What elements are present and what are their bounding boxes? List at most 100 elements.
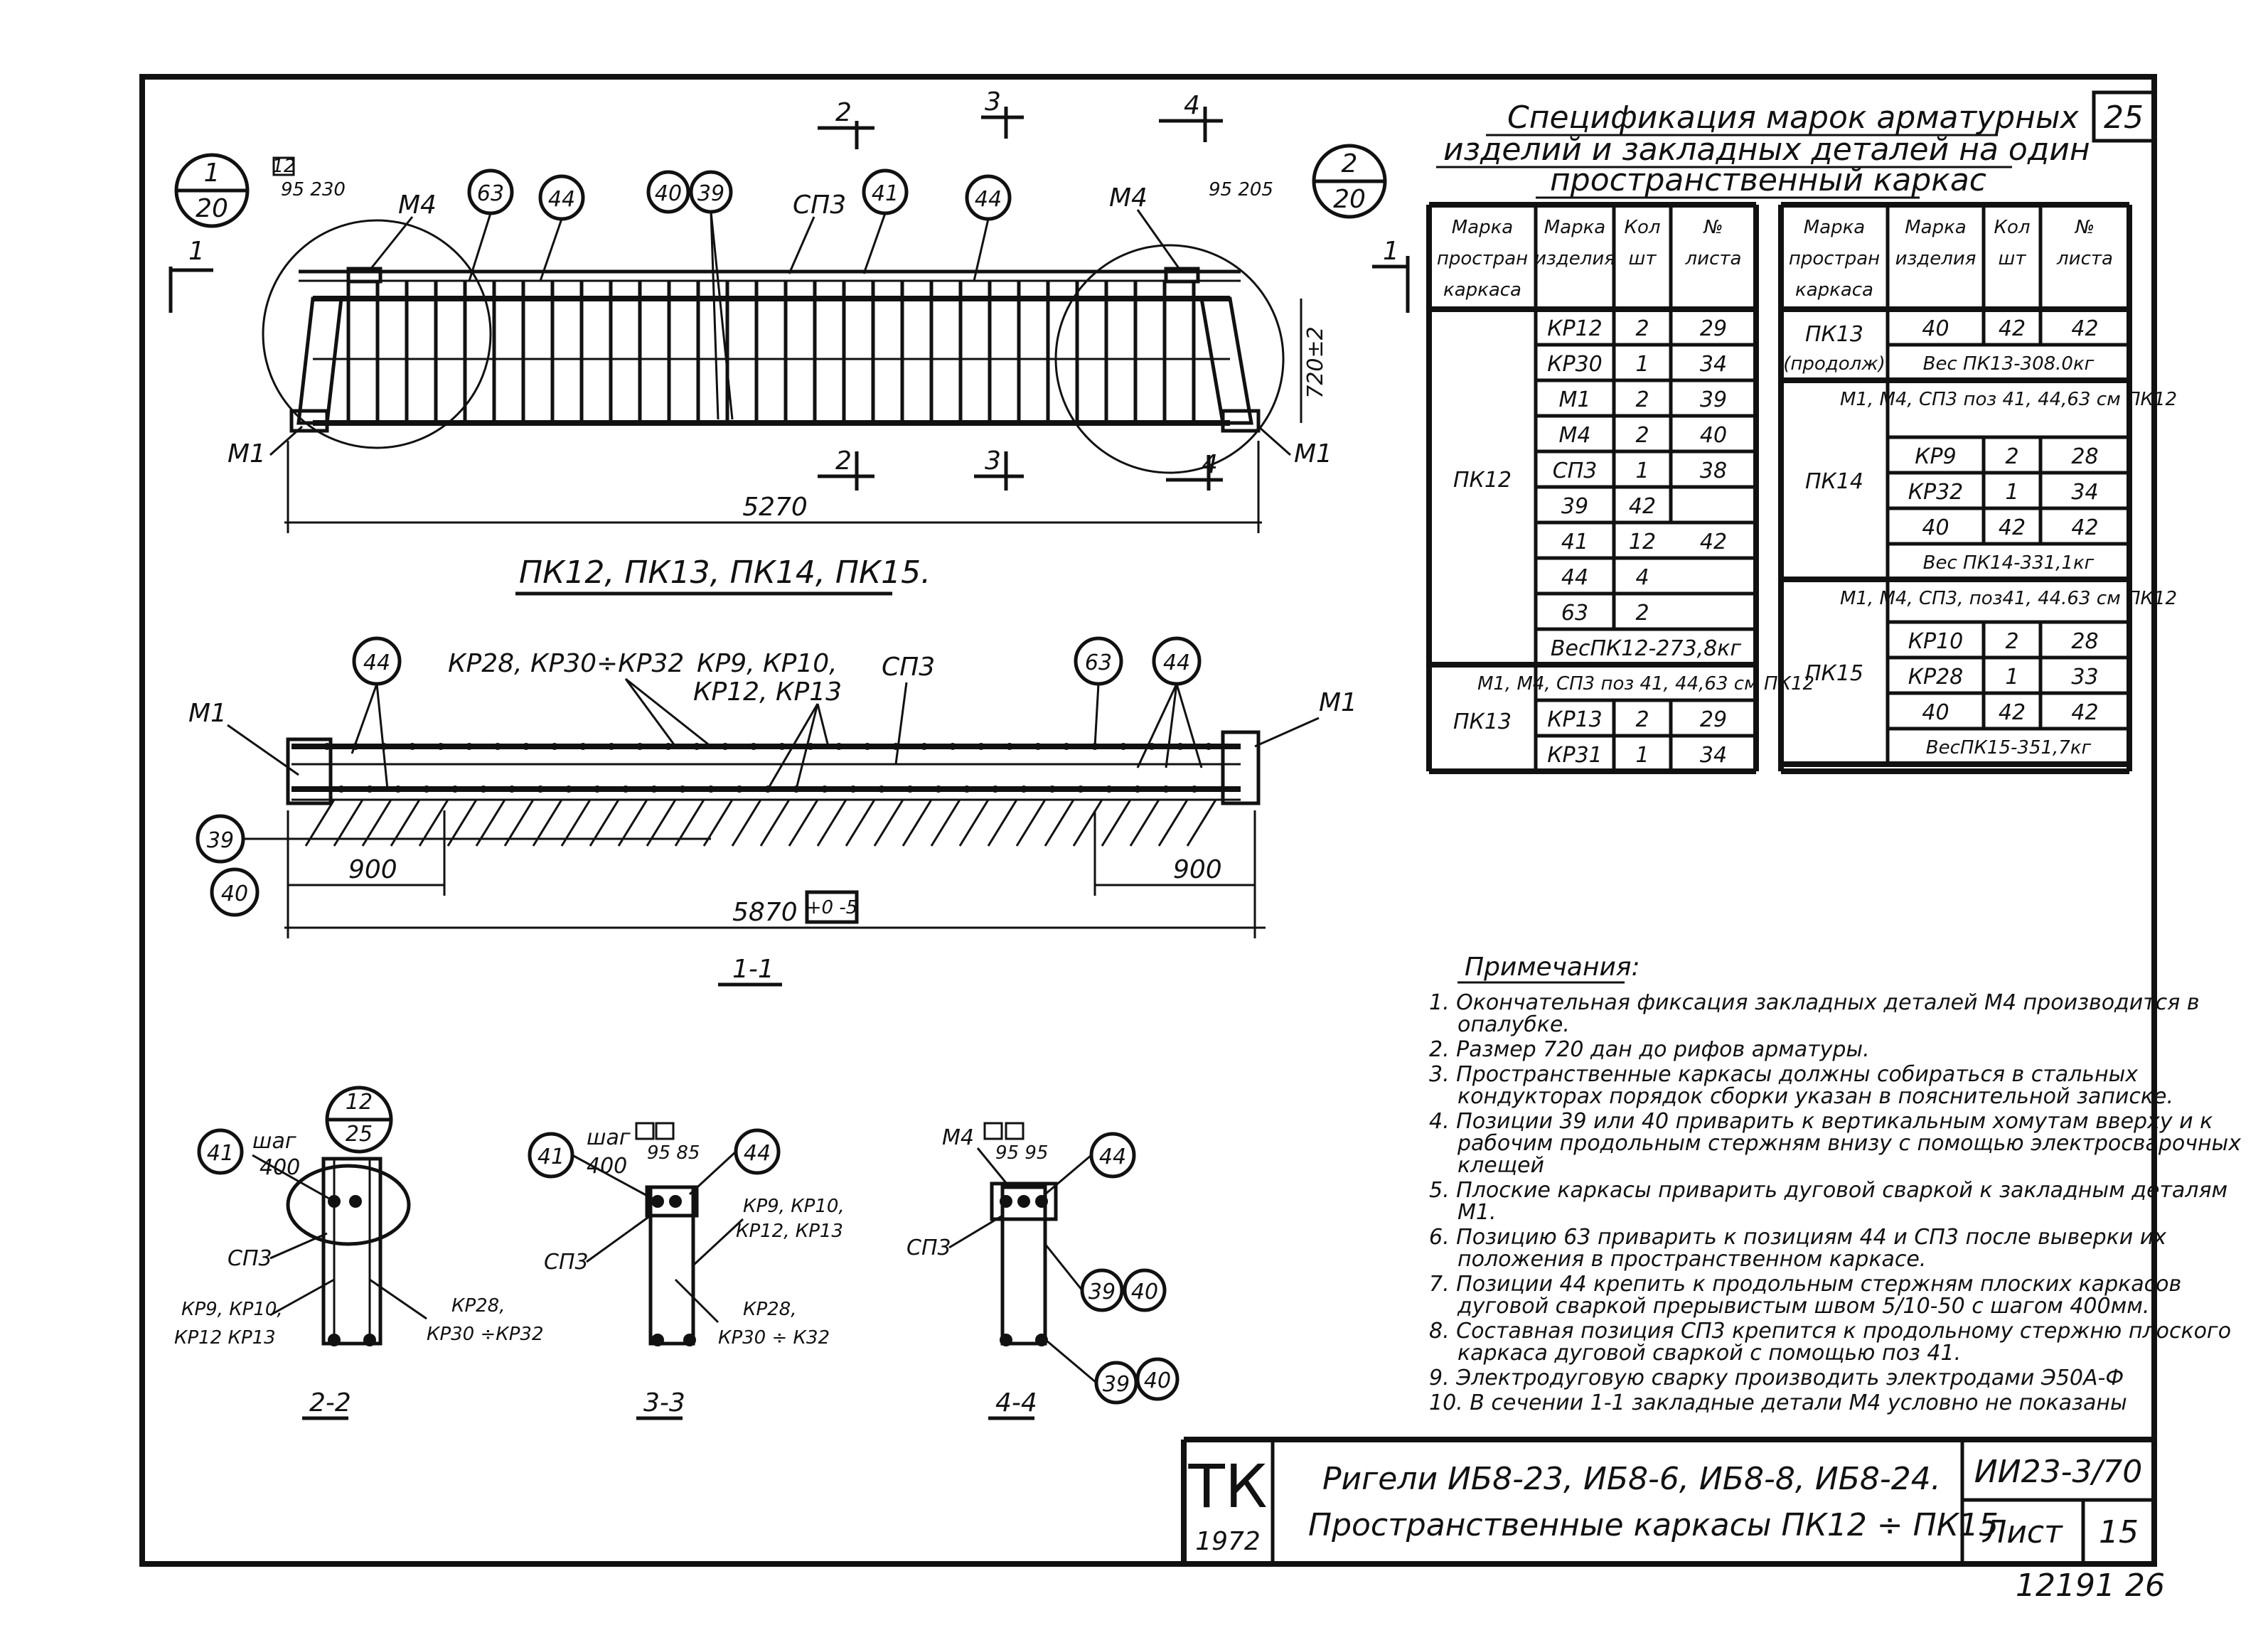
section-mark-1-left: 1 <box>188 237 205 266</box>
section-2-2-label: 2-2 <box>309 1388 351 1417</box>
spec-cell: 2 <box>2005 444 2018 469</box>
weld-point <box>1020 786 1027 793</box>
weld-point <box>1063 743 1070 750</box>
detail-circle-left <box>262 219 492 449</box>
spec-cell: 34 <box>1700 743 1727 768</box>
sheet-number-box <box>2092 90 2156 143</box>
callout-41-33: 41 <box>537 1145 565 1169</box>
detail-ref-left-num: 1 <box>204 159 220 188</box>
note-line: дуговой сваркой прерывистым швом 5/10-50… <box>1457 1294 2149 1319</box>
sheet-number: 15 <box>2099 1514 2139 1550</box>
spec-right-header: Марка <box>1804 217 1866 238</box>
spec-mark: ПК15 <box>1805 661 1863 686</box>
callout-41: 41 <box>872 181 899 206</box>
spec-cell: КР30 <box>1547 352 1603 377</box>
weld-point <box>409 743 416 750</box>
weld-point <box>963 786 970 793</box>
spec-left-header: шт <box>1629 248 1657 269</box>
label-sp3-22: СП3 <box>228 1246 272 1271</box>
note-line: рабочим продольным стержням внизу с помо… <box>1457 1131 2241 1156</box>
label-m1-left: М1 <box>228 439 266 468</box>
spec-left-header: каркаса <box>1443 279 1521 301</box>
hatch-line <box>731 799 762 847</box>
spec-cell: 1 <box>1635 743 1649 768</box>
inventory-number: 12191 26 <box>2016 1567 2165 1604</box>
spec-right-header: изделия <box>1895 248 1977 269</box>
label-kp12-kp13: КР12, КР13 <box>693 677 842 707</box>
label-kp28-22: КР28, <box>451 1295 506 1317</box>
spec-cell: 29 <box>1700 707 1727 732</box>
spec-cell: 2 <box>1635 387 1649 412</box>
spec-right-header: шт <box>1999 248 2027 269</box>
spec-cell: КР32 <box>1908 480 1964 505</box>
note-line: 1. Окончательная фиксация закладных дета… <box>1429 990 2200 1015</box>
label-m4-44: М4 <box>942 1125 974 1150</box>
weld-point <box>693 743 700 750</box>
note-line: 5. Плоские каркасы приварить дуговой сва… <box>1429 1178 2227 1203</box>
weld-point <box>736 786 743 793</box>
spec-right-header: каркаса <box>1795 279 1873 301</box>
dim-95-230: 95 230 <box>281 179 346 200</box>
section-1-1-label: 1-1 <box>732 955 774 984</box>
weld-point <box>323 743 331 750</box>
spec-cell: 2 <box>2005 629 2018 654</box>
spec-cell: 1 <box>1635 352 1649 377</box>
weld-point <box>1134 786 1141 793</box>
note-line: 7. Позиции 44 крепить к продольным стерж… <box>1429 1272 2181 1297</box>
weld-point <box>921 743 928 750</box>
spec-weight: Вес ПК14-331,1кг <box>1923 552 2095 574</box>
hatch-line <box>788 799 819 847</box>
spec-cell: 44 <box>1561 565 1588 590</box>
weld-point <box>992 786 999 793</box>
hatch-line <box>1072 799 1103 847</box>
spec-cell: 39 <box>1700 387 1727 412</box>
label-kp9-33: КР9, КР10, <box>743 1196 845 1217</box>
detail-ref-left <box>174 153 250 228</box>
weld-point <box>636 743 643 750</box>
title-block: ТК 1972 Ригели ИБ8-23, ИБ8-6, ИБ8-8, ИБ8… <box>1181 1437 2154 1564</box>
spec-cell: КР28 <box>1908 665 1964 690</box>
note-line: 10. В сечении 1-1 закладные детали М4 ус… <box>1429 1390 2127 1415</box>
label-shag-33: шаг <box>587 1125 631 1150</box>
label-400-22: 400 <box>260 1155 300 1180</box>
hatch-line <box>1101 799 1132 847</box>
hatch-line <box>816 799 847 847</box>
callout-44-11-right: 44 <box>1163 650 1190 675</box>
spec-cell: 40 <box>1922 316 1949 341</box>
note-line: опалубке. <box>1457 1012 1570 1037</box>
spec-mark-pk13: ПК13 <box>1453 709 1512 734</box>
spec-cell: 12 <box>1629 530 1656 554</box>
spec-cell: М4 <box>1559 423 1591 448</box>
note-line: 9. Электродуговую сварку производить эле… <box>1429 1366 2124 1390</box>
label-kp12-22: КР12 КР13 <box>174 1327 276 1349</box>
hatch-line <box>930 799 961 847</box>
label-shag-22: шаг <box>252 1129 296 1154</box>
callout-39-44a: 39 <box>1088 1280 1116 1304</box>
hatch-line <box>1186 799 1217 847</box>
spec-left-header: изделия <box>1534 248 1615 269</box>
dim-5870: 5870 <box>732 898 798 927</box>
detail-ref-right <box>1312 144 1387 219</box>
org-logo-text: ТК <box>1188 1452 1268 1521</box>
weld-point <box>366 786 373 793</box>
note-line: положения в пространственном каркасе. <box>1457 1247 1926 1272</box>
spec-cell: КР12 <box>1547 316 1603 341</box>
weld-point <box>565 786 572 793</box>
spec-left-header: листа <box>1685 248 1742 269</box>
spec-cell: 42 <box>2071 515 2098 540</box>
spec-cell: 1 <box>2005 480 2018 505</box>
hatch-line <box>1129 799 1160 847</box>
top-view: 5270 720±2 2 3 4 2 3 4 1 1 1 20 <box>169 87 1410 533</box>
spec-cell: 4 <box>1635 565 1649 590</box>
section-mark-1-right: 1 <box>1383 237 1399 266</box>
sheet-label: Лист <box>1981 1514 2063 1550</box>
spec-cell: 2 <box>1635 423 1649 448</box>
spec-note-pk13: М1, М4, СП3 поз 41, 44,63 см ПК12 <box>1477 673 1814 695</box>
notes: Примечания: 1. Окончательная фиксация за… <box>1429 953 2241 1415</box>
dim-5270: 5270 <box>742 493 808 522</box>
callout-63: 63 <box>477 181 504 206</box>
spec-cell: 34 <box>1700 352 1727 377</box>
spec-cell: 1 <box>1635 459 1649 483</box>
detail-ref-right-den: 20 <box>1333 185 1366 214</box>
